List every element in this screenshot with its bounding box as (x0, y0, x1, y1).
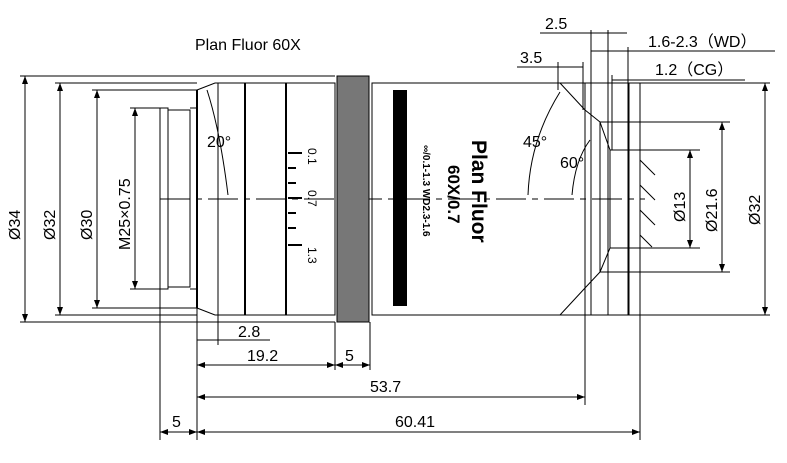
front-dims: 2.5 1.6-2.3（WD） 3.5 1.2（CG） (517, 16, 775, 315)
dim-wd: 1.6-2.3（WD） (648, 33, 756, 51)
angle-20: 20° (207, 134, 231, 151)
dim-d216: Ø21.6 (704, 188, 721, 232)
dim-3-5: 3.5 (520, 50, 542, 67)
objective-body (20, 75, 770, 440)
scale-label: 0.7 (305, 190, 319, 207)
dim-d32: Ø32 (42, 210, 59, 240)
dim-60-41: 60.41 (395, 414, 435, 431)
brand-text: Plan Fluor (467, 140, 490, 243)
scale-label: 0.1 (305, 148, 319, 165)
dim-d13: Ø13 (672, 192, 689, 222)
angle-annotations: 20° 45° 60° (206, 89, 591, 196)
dim-5-thread: 5 (172, 414, 181, 431)
dim-d32-right: Ø32 (747, 195, 764, 225)
engraving: Plan Fluor 60X/0.7 ∞/0.1-1.3 WD2.3-1.6 0… (305, 140, 490, 264)
dim-19-2: 19.2 (247, 348, 278, 365)
angle-45: 45° (523, 134, 547, 151)
dim-5-knurl: 5 (345, 348, 354, 365)
angle-60: 60° (560, 155, 584, 172)
scale-label: 1.3 (305, 247, 319, 264)
dim-53-7: 53.7 (370, 379, 401, 396)
dim-d34: Ø34 (7, 210, 24, 240)
dim-2-8: 2.8 (238, 324, 260, 341)
dim-cg: 1.2（CG） (655, 61, 733, 79)
diameter-dims: Ø34 Ø32 Ø30 M25×0.75 Ø13 Ø21.6 Ø32 (7, 76, 768, 322)
mag-text: 60X/0.7 (444, 165, 463, 224)
dim-d30: Ø30 (79, 210, 96, 240)
dim-2-5: 2.5 (545, 16, 567, 33)
dim-thread: M25×0.75 (117, 178, 134, 250)
spec-text: ∞/0.1-1.3 WD2.3-1.6 (420, 145, 431, 237)
drawing-title: Plan Fluor 60X (195, 37, 301, 54)
length-dims: 2.8 19.2 5 53.7 5 60.41 (159, 289, 640, 440)
